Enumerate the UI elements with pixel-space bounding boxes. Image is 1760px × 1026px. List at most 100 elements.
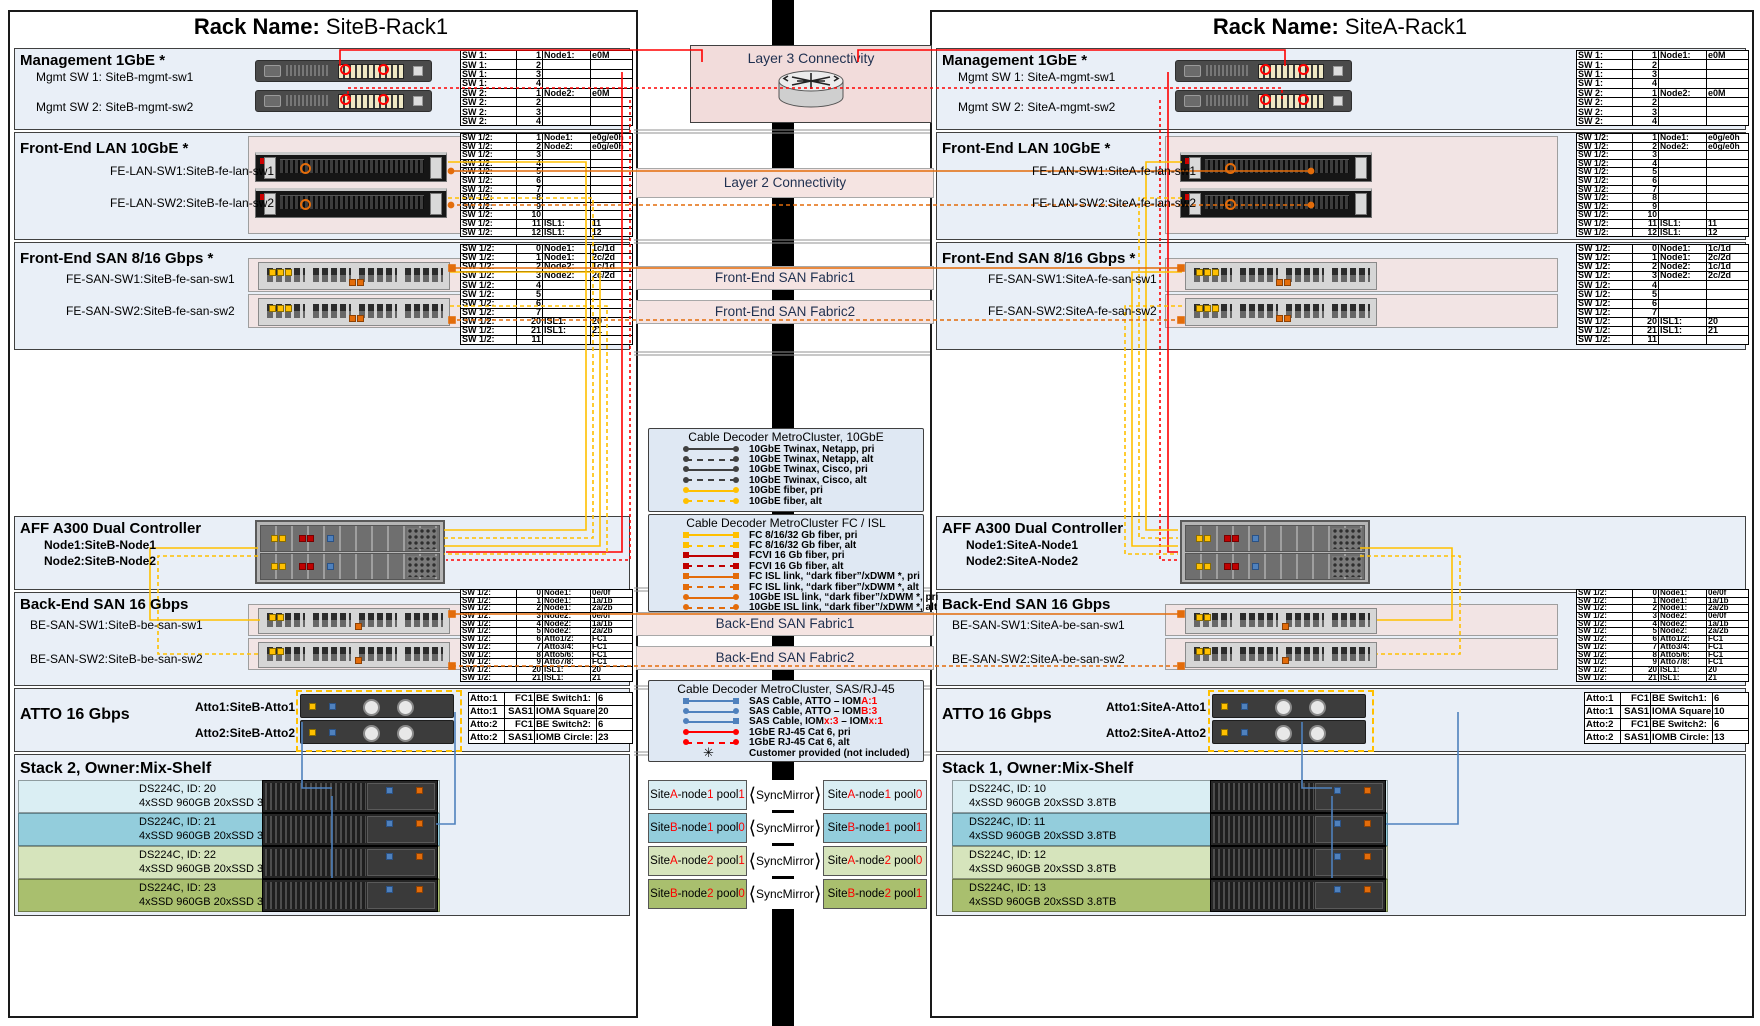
table-row: SW 1/2:4 bbox=[1576, 158, 1749, 169]
fe-fabric1-band: Front-End SAN Fabric1 bbox=[636, 266, 934, 290]
fan-grille bbox=[407, 556, 437, 577]
legend-label: 10GbE Twinax, Cisco, alt bbox=[749, 474, 867, 486]
cable-sample-icon bbox=[683, 531, 739, 540]
legend-row: SAS Cable, IOMx:3 – IOMx:1 bbox=[649, 716, 923, 728]
port-marker bbox=[271, 535, 278, 542]
shelf-id: DS224C, ID: 13 bbox=[969, 882, 1047, 894]
legend-label: SAS Cable, IOMx:3 – IOMx:1 bbox=[749, 716, 883, 728]
table-row: SW 1/2:7 bbox=[460, 307, 633, 318]
lan-title-siteb: Front-End LAN 10GbE * bbox=[20, 140, 189, 157]
iom-module bbox=[366, 816, 435, 843]
fc-port-group bbox=[1332, 268, 1370, 282]
aff-node1-label-siteb: Node1:SiteB-Node1 bbox=[44, 538, 157, 552]
table-row: SW 1/2:5 bbox=[1576, 289, 1749, 300]
shelf-id: DS224C, ID: 23 bbox=[139, 882, 217, 894]
port-marker bbox=[1334, 886, 1341, 893]
aff-a300-chassis-siteb bbox=[255, 520, 445, 584]
table-row: SW 1/2:4 bbox=[460, 158, 633, 169]
fesan-switch1-siteb bbox=[258, 262, 450, 290]
port-marker bbox=[378, 94, 389, 105]
fc-port-group bbox=[1194, 613, 1232, 627]
port-marker bbox=[357, 279, 364, 286]
table-row: SW 1/2:10 bbox=[1576, 210, 1749, 220]
port-marker bbox=[355, 623, 362, 630]
shelf-hardware bbox=[262, 813, 438, 846]
legend-label: FCVI 16 Gb fiber, pri bbox=[749, 550, 845, 562]
table-row: SW 1/2:9 bbox=[1576, 201, 1749, 212]
atto1-label-sitea: Atto1:SiteA-Atto1 bbox=[1106, 700, 1206, 714]
shelf-hardware bbox=[262, 846, 438, 879]
port-marker bbox=[1276, 315, 1283, 322]
rack-title-value: SiteA-Rack1 bbox=[1344, 14, 1468, 39]
syncmirror-arrow: ⟨SyncMirror⟩ bbox=[747, 780, 823, 810]
legend-row: 10GbE Twinax, Cisco, alt bbox=[649, 474, 923, 486]
fc-port-group bbox=[1286, 613, 1324, 627]
table-row: SW 1/2:6 bbox=[460, 175, 633, 186]
table-row: SW 1/2:4 bbox=[1576, 280, 1749, 291]
port-marker bbox=[1232, 563, 1239, 570]
table-row: SW 1/2:6 bbox=[1576, 298, 1749, 309]
port-marker bbox=[1204, 535, 1211, 542]
port-marker bbox=[378, 64, 389, 75]
fc-port-group bbox=[1240, 268, 1278, 282]
port-marker bbox=[285, 269, 292, 276]
fc-port-group bbox=[313, 268, 351, 282]
table-row: SW 1/2:5 bbox=[1576, 167, 1749, 177]
port-marker bbox=[1204, 305, 1211, 312]
port-marker bbox=[1225, 163, 1236, 174]
port-marker bbox=[1284, 279, 1291, 286]
besan-switch1-sitea bbox=[1185, 608, 1377, 634]
aff-node1-label-sitea: Node1:SiteA-Node1 bbox=[966, 538, 1079, 552]
cable-sample-icon bbox=[683, 697, 739, 706]
port-marker bbox=[269, 305, 276, 312]
port-marker bbox=[269, 269, 276, 276]
legend-row: 10GbE fiber, alt bbox=[649, 496, 923, 507]
stack-title-sitea: Stack 1, Owner:Mix-Shelf bbox=[942, 760, 1134, 777]
sfp-port-block bbox=[280, 159, 424, 173]
legend-label: 10GbE Twinax, Cisco, pri bbox=[749, 464, 868, 476]
mgmt-sw1-label-sitea: Mgmt SW 1: SiteA-mgmt-sw1 bbox=[958, 70, 1116, 84]
router-icon bbox=[778, 70, 844, 108]
rack-title-label: Rack Name: bbox=[193, 14, 320, 39]
aff-a300-chassis-sitea bbox=[1180, 520, 1370, 584]
port-marker bbox=[327, 535, 334, 542]
table-row: SW 1/2:4 bbox=[460, 280, 633, 291]
port-marker bbox=[269, 614, 276, 621]
rack-title-label: Rack Name: bbox=[1212, 14, 1339, 39]
legend-row: SAS Cable, ATTO – IOMB:3 bbox=[649, 706, 923, 717]
decoder-10gbe: Cable Decoder MetroCluster, 10GbE 10GbE … bbox=[648, 428, 924, 512]
fesan-switch2-sitea bbox=[1185, 298, 1377, 326]
fc-port-group bbox=[1240, 304, 1278, 318]
lan-switch1-siteb bbox=[255, 152, 447, 182]
cable-sample-icon bbox=[683, 465, 739, 474]
cable-sample-icon bbox=[683, 476, 739, 485]
console-port bbox=[413, 96, 423, 106]
cable-sample-icon bbox=[683, 593, 739, 602]
cable-sample-icon bbox=[683, 562, 739, 571]
cable-sample-icon bbox=[683, 455, 739, 464]
vendor-logo bbox=[260, 194, 266, 200]
port-marker bbox=[416, 886, 423, 893]
fc-port-group bbox=[359, 613, 397, 627]
port-marker bbox=[300, 163, 311, 174]
port-marker bbox=[277, 614, 284, 621]
fe-fabric2-band: Front-End SAN Fabric2 bbox=[636, 300, 934, 324]
shelf-hardware bbox=[262, 879, 438, 912]
rack-ear bbox=[1355, 157, 1367, 179]
port-marker bbox=[1204, 563, 1211, 570]
port-marker bbox=[1225, 199, 1236, 210]
legend-row: 10GbE ISL link, “dark fiber”/xDWM *, pri bbox=[649, 592, 938, 603]
atto2-label-siteb: Atto2:SiteB-Atto2 bbox=[195, 726, 295, 740]
decoder-fc-isl: Cable Decoder MetroCluster FC / ISL FC 8… bbox=[648, 514, 938, 613]
vent-grille bbox=[286, 65, 328, 76]
